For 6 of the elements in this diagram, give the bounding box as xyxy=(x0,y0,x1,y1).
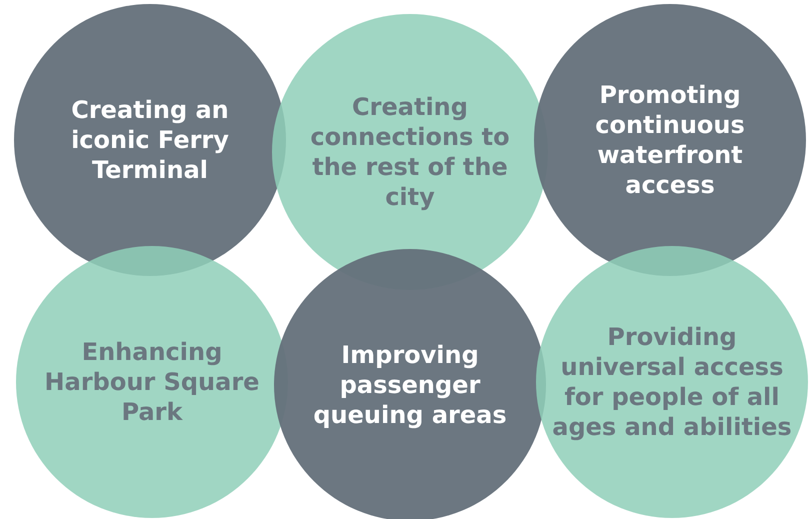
circle-label: Creating connections to the rest of the city xyxy=(309,92,511,212)
circle-label: Enhancing Harbour Square Park xyxy=(44,337,260,427)
circle-label: Promoting continuous waterfront access xyxy=(594,80,746,200)
circle-label: Providing universal access for people of all ages and abilities xyxy=(552,322,792,442)
circle-label: Improving passenger queuing areas xyxy=(312,340,508,430)
circle-label: Creating an iconic Ferry Terminal xyxy=(70,95,230,185)
